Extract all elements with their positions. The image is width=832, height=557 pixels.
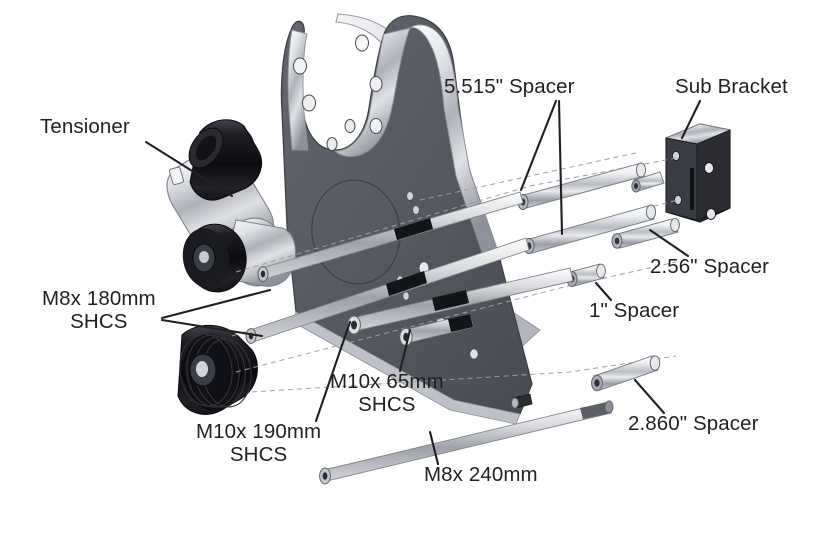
label-m8-180-line2: SHCS	[70, 309, 128, 333]
bolt-m10-65	[399, 313, 474, 347]
fork-left-chrome-edge	[287, 29, 309, 151]
label-sub-bracket: Sub Bracket	[675, 75, 788, 98]
leader-spacer-5515-2	[557, 99, 564, 236]
label-tensioner: Tensioner	[40, 115, 130, 138]
tensioner-lower-pulley	[182, 223, 247, 293]
leader-sub-bracket-1	[680, 99, 702, 140]
plate-mounting-holes	[293, 34, 479, 360]
leader-m10-65-1	[398, 328, 412, 373]
serpentine-pulley	[177, 324, 258, 415]
sub-bracket-slot	[690, 168, 694, 210]
sub-bracket-hole-3	[703, 162, 715, 174]
sub-bracket-side-face	[696, 129, 731, 221]
bolt-m8-180-upper	[257, 191, 524, 282]
leader-lines	[144, 99, 702, 466]
leader-spacer-2860-1	[633, 378, 666, 415]
leader-m10-190-1	[314, 320, 352, 423]
label-spacer-2860: 2.860" Spacer	[628, 412, 759, 435]
base-hardware	[511, 393, 533, 409]
leader-spacer-1-1	[594, 281, 613, 302]
spacer-5515-upper	[517, 162, 647, 210]
leader-m8-240-1	[428, 430, 440, 466]
label-m8-240: M8x 240mm	[424, 463, 538, 486]
spacer-1in	[566, 263, 606, 287]
sub-bracket-hole-4	[705, 208, 717, 220]
label-spacer-1: 1" Spacer	[589, 299, 680, 322]
leader-m8-180-2	[160, 318, 264, 338]
leader-m8-180-1	[160, 288, 272, 320]
fork-inner-chrome-edge	[333, 27, 411, 157]
label-m10-190-line2: SHCS	[229, 442, 288, 466]
label-spacer-256: 2.56" Spacer	[650, 255, 770, 278]
sub-bracket-hole-2	[674, 194, 683, 205]
bolt-m10-190	[347, 267, 574, 335]
label-m10-65-line2: SHCS	[358, 392, 416, 416]
sub-bracket-hole-1	[672, 150, 681, 161]
tensioner-arm-slot	[168, 166, 184, 186]
label-m10-190-line1: M10x 190mm	[196, 420, 322, 443]
leader-spacer-5515-1	[519, 99, 558, 192]
leader-tensioner-1	[144, 140, 234, 198]
label-m10-65-line1: M10x 65mm	[330, 370, 444, 393]
plate-circular-boss	[311, 179, 401, 285]
label-m8-180-line1: M8x 180mm	[42, 287, 156, 310]
label-spacer-5515: 5.515" Spacer	[444, 75, 575, 98]
spacer-small-nut	[631, 171, 665, 193]
sub-bracket	[664, 123, 732, 223]
tensioner-assembly	[166, 119, 296, 293]
spacer-2860	[591, 355, 661, 392]
leader-spacer-256-1	[648, 228, 690, 258]
bolt-m8-240	[319, 400, 614, 485]
spacer-256	[611, 217, 680, 249]
